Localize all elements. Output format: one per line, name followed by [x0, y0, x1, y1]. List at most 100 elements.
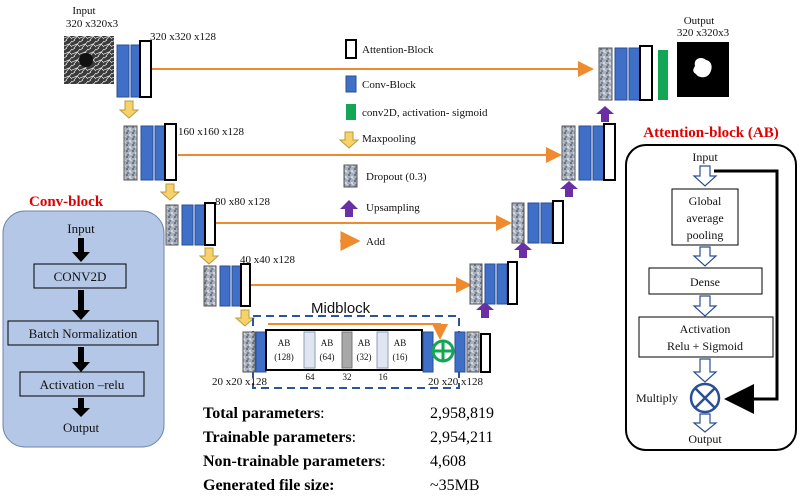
- legend: Attention-Block Conv-Block conv2D, activ…: [338, 39, 488, 251]
- conv-block: [540, 202, 553, 244]
- arrow-down-icon: [72, 238, 90, 262]
- input-title: Input: [72, 5, 95, 17]
- conv-block-conv2d: CONV2D: [54, 269, 107, 284]
- ab-filters: (128): [274, 352, 294, 362]
- parameter-stats: Total parameters: 2,958,819 Trainable pa…: [203, 405, 494, 494]
- arrow-down-icon: [72, 290, 90, 320]
- conv-block-input: Input: [67, 221, 95, 236]
- stat-row: Non-trainable parameters: 4,608: [203, 453, 466, 470]
- decoder-level-4: [469, 261, 518, 305]
- attention-block: [204, 202, 216, 246]
- stat-value: 4,608: [430, 453, 466, 470]
- maxpool-arrow-3: [198, 247, 220, 265]
- midblock-conv-16: [376, 331, 389, 369]
- upsample-arrow-4: [476, 302, 494, 318]
- stat-suffix: :: [381, 453, 385, 470]
- midblock-residual-arrow: [268, 323, 448, 340]
- conv-block-panel-bg: [2, 210, 165, 448]
- encoder-level-2: [123, 123, 177, 181]
- attention-block-panel: Attention-block (AB) Input Global averag…: [625, 125, 797, 451]
- attention-multiply-label: Multiply: [636, 391, 678, 405]
- output-dims: 320 x320x3: [677, 27, 730, 39]
- midblock-ab-16: AB (16): [393, 338, 408, 362]
- legend-maxpool-label: Maxpooling: [362, 133, 416, 145]
- conv-block: [140, 125, 154, 181]
- output-mask-image: [677, 42, 729, 97]
- dropout-block: [203, 265, 217, 307]
- decoder-level-2: [561, 123, 616, 181]
- attention-activation-l1: Activation: [680, 322, 731, 336]
- stat-label: Generated file size:: [203, 477, 335, 494]
- encoder-level-3: [165, 202, 216, 246]
- legend-attention-swatch: [345, 39, 357, 59]
- attention-block: [552, 200, 564, 244]
- decoder-level-3: [511, 200, 564, 244]
- bottom-right-dims: 20 x20 x128: [428, 376, 484, 388]
- encoder-level-4: [203, 263, 251, 307]
- sigmoid-conv-block: [658, 50, 668, 100]
- attention-output: Output: [688, 432, 722, 446]
- conv-block-output: Output: [63, 420, 100, 435]
- input-dims: 320 x320x3: [66, 18, 119, 30]
- stat-value: 2,958,819: [430, 405, 494, 422]
- legend-add-label: Add: [366, 236, 385, 248]
- arrow-down-icon: [692, 295, 718, 317]
- stat-label: Trainable parameters: [203, 429, 352, 446]
- midblock-between-32: 32: [343, 372, 352, 382]
- conv-block-panel-title: Conv-block: [29, 194, 104, 210]
- attention-block: [603, 123, 616, 181]
- multiply-icon: [689, 382, 721, 414]
- output-title: Output: [684, 15, 715, 27]
- dropout-block: [469, 263, 483, 305]
- arrow-down-icon: [692, 358, 718, 383]
- attention-gap-l2: average: [686, 211, 723, 225]
- stat-label: Non-trainable parameters: [203, 453, 381, 470]
- upsample-arrow-1: [596, 106, 614, 122]
- ab-name: AB: [278, 338, 291, 348]
- attention-block: [507, 261, 518, 305]
- add-icon: [431, 339, 455, 363]
- attention-bypass-arrow: [714, 169, 779, 414]
- conv-block: [116, 44, 130, 98]
- level4-dims: 40 x40 x128: [240, 254, 296, 266]
- legend-attention-label: Attention-Block: [362, 44, 434, 56]
- legend-sigmoid-label: conv2D, activation- sigmoid: [362, 107, 488, 119]
- svg-text:Trainable parameters:: Trainable parameters:: [203, 429, 356, 446]
- svg-text:Non-trainable parameters:: Non-trainable parameters:: [203, 453, 386, 470]
- maxpool-arrow-1: [118, 100, 140, 119]
- legend-dropout-swatch: [343, 164, 358, 188]
- encoder-level-1: [116, 40, 152, 98]
- midblock-ab-32: AB (32): [357, 338, 372, 362]
- arrow-down-icon: [72, 398, 90, 417]
- conv-block: [484, 263, 496, 305]
- midblock-conv-64: [303, 331, 316, 369]
- arrow-down-icon: [72, 347, 90, 372]
- stat-row: Trainable parameters: 2,954,211: [203, 429, 493, 446]
- attention-gap-l1: Global: [689, 194, 722, 208]
- attention-block: [639, 45, 653, 101]
- conv-block: [422, 331, 434, 373]
- conv-block-conv2d-box: [33, 263, 127, 289]
- ab-name: AB: [321, 338, 334, 348]
- attention-block: [240, 263, 251, 307]
- arrow-down-icon: [692, 413, 718, 433]
- conv-block: [181, 204, 194, 246]
- legend-sigmoid-swatch: [346, 104, 356, 120]
- conv-block: [255, 331, 267, 373]
- stat-value: ~35MB: [430, 477, 480, 494]
- bottom-left-dims: 20 x20 x128: [212, 376, 268, 388]
- attention-activation-box: [638, 316, 774, 358]
- legend-conv-label: Conv-Block: [362, 79, 416, 91]
- upsample-arrow-3: [514, 242, 532, 258]
- dropout-block: [511, 202, 525, 244]
- midblock-conv-32: [341, 331, 353, 369]
- dropout-block: [123, 125, 138, 181]
- stat-row: Total parameters: 2,958,819: [203, 405, 494, 422]
- midblock-ab-128: AB (128): [274, 338, 294, 362]
- dropout-block: [466, 331, 480, 373]
- midblock-title: Midblock: [311, 300, 371, 317]
- attention-block: [164, 123, 177, 181]
- midblock-ab-64: AB (64): [320, 338, 335, 362]
- dropout-block: [242, 331, 256, 373]
